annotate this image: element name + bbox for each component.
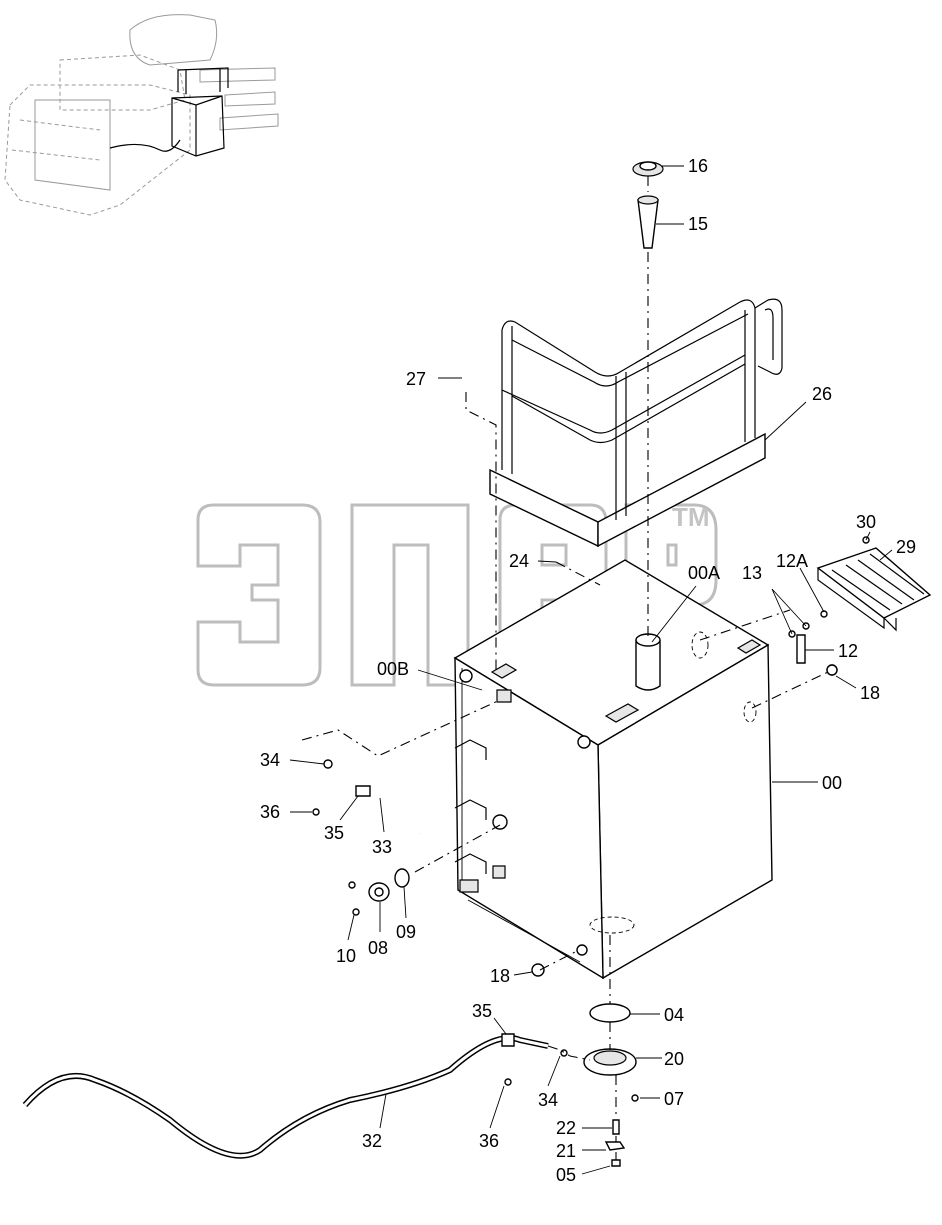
machine-thumbnail (4, 14, 279, 216)
callout-35-lower: 35 (472, 1001, 492, 1021)
callout-00A: 00A (688, 563, 720, 583)
upper-hose (312, 759, 431, 836)
cover-and-gasket (348, 868, 410, 916)
callout-18-upper: 18 (860, 683, 880, 703)
callout-07: 07 (664, 1089, 684, 1109)
callout-15: 15 (688, 214, 708, 234)
leader-lines (289, 165, 893, 1175)
callout-30: 30 (856, 512, 876, 532)
callout-35-upper: 35 (324, 823, 344, 843)
callout-32: 32 (362, 1131, 382, 1151)
callout-20: 20 (664, 1049, 684, 1069)
callout-24: 24 (509, 551, 529, 571)
watermark: TM (196, 502, 718, 687)
callout-09: 09 (396, 922, 416, 942)
watermark-tm: TM (672, 502, 710, 532)
drain-assembly (531, 664, 838, 1167)
callout-36-lower: 36 (479, 1131, 499, 1151)
callout-33: 33 (372, 837, 392, 857)
callout-29: 29 (896, 537, 916, 557)
callout-labels: 16 15 27 26 24 00A 13 12A 30 29 12 18 00… (260, 156, 916, 1185)
callout-12A: 12A (776, 551, 808, 571)
callout-10: 10 (336, 946, 356, 966)
callout-16: 16 (688, 156, 708, 176)
callout-18-lower: 18 (490, 966, 510, 986)
callout-12: 12 (838, 641, 858, 661)
callout-21: 21 (556, 1141, 576, 1161)
callout-34-lower: 34 (538, 1090, 558, 1110)
filler-cap-and-strainer (632, 161, 664, 249)
callout-22: 22 (556, 1118, 576, 1138)
callout-13: 13 (742, 563, 762, 583)
callout-00: 00 (822, 773, 842, 793)
callout-26: 26 (812, 384, 832, 404)
handrail (489, 298, 783, 548)
callout-34-upper: 34 (260, 750, 280, 770)
assembly-lines (301, 176, 829, 1160)
callout-00B: 00B (377, 659, 409, 679)
callout-08: 08 (368, 938, 388, 958)
callout-36-upper: 36 (260, 802, 280, 822)
callout-05: 05 (556, 1165, 576, 1185)
callout-04: 04 (664, 1005, 684, 1025)
step-assembly (788, 536, 932, 676)
hydraulic-tank (453, 559, 773, 980)
drain-hose (22, 1033, 568, 1159)
callout-27: 27 (406, 369, 426, 389)
